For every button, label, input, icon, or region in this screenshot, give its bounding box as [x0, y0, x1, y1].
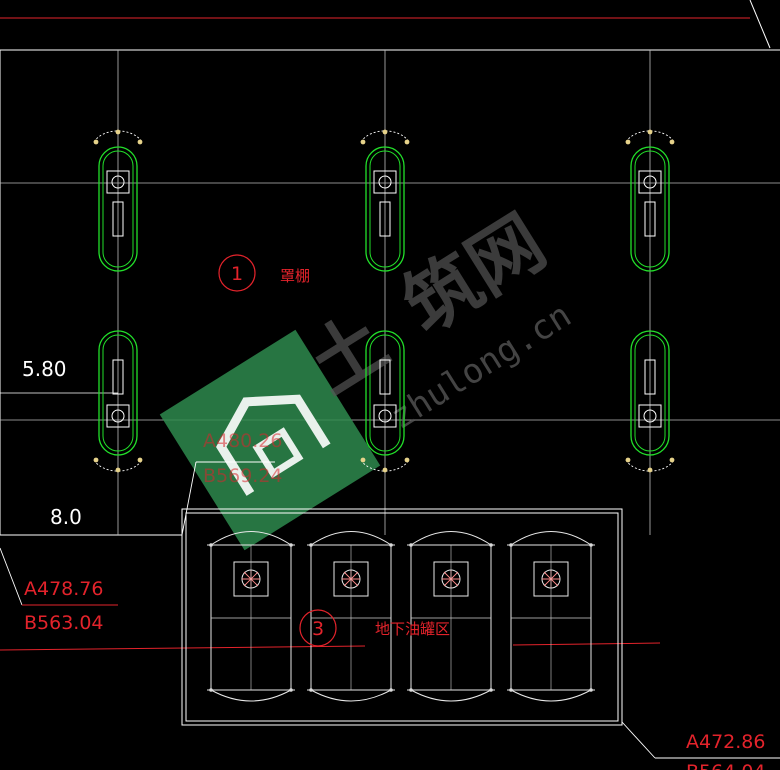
watermark-logo — [159, 329, 381, 551]
coord-1-b: B563.04 — [24, 612, 104, 634]
zone-1-circle — [218, 254, 256, 292]
dispenser-island — [93, 129, 143, 272]
underground-tanks — [207, 531, 595, 702]
underground-tank — [207, 531, 295, 702]
dispenser-islands — [93, 129, 675, 473]
underground-tank — [407, 531, 495, 702]
dimension-8-0: 8.0 — [50, 505, 82, 529]
top-diag-line — [749, 0, 771, 49]
underground-tank — [307, 531, 395, 702]
zone-3-number: 3 — [312, 618, 324, 640]
leader-lines — [0, 461, 780, 759]
grid-lines — [0, 50, 780, 535]
coord-3-a: A472.86 — [686, 731, 765, 753]
coord-2-a: A480.26 — [203, 430, 282, 452]
dispenser-island — [93, 330, 143, 473]
coord-2-b: B569.24 — [203, 465, 283, 487]
dispenser-island — [360, 330, 410, 473]
underground-tank — [507, 531, 595, 702]
coord-1-a: A478.76 — [24, 578, 103, 600]
zone-3-name: 地下油罐区 — [375, 620, 450, 638]
dispenser-island — [625, 330, 675, 473]
zone-1-name: 罩棚 — [280, 267, 310, 285]
red-line-right — [512, 642, 661, 646]
dispenser-island — [625, 129, 675, 272]
canopy-outline — [0, 49, 780, 536]
tank-area-frame — [181, 508, 623, 726]
zone-3-circle — [299, 609, 337, 647]
dispenser-island — [360, 129, 410, 272]
zone-1-number: 1 — [231, 263, 243, 285]
coord-3-b: B564.04 — [686, 761, 766, 770]
dimension-5-80: 5.80 — [22, 357, 67, 381]
